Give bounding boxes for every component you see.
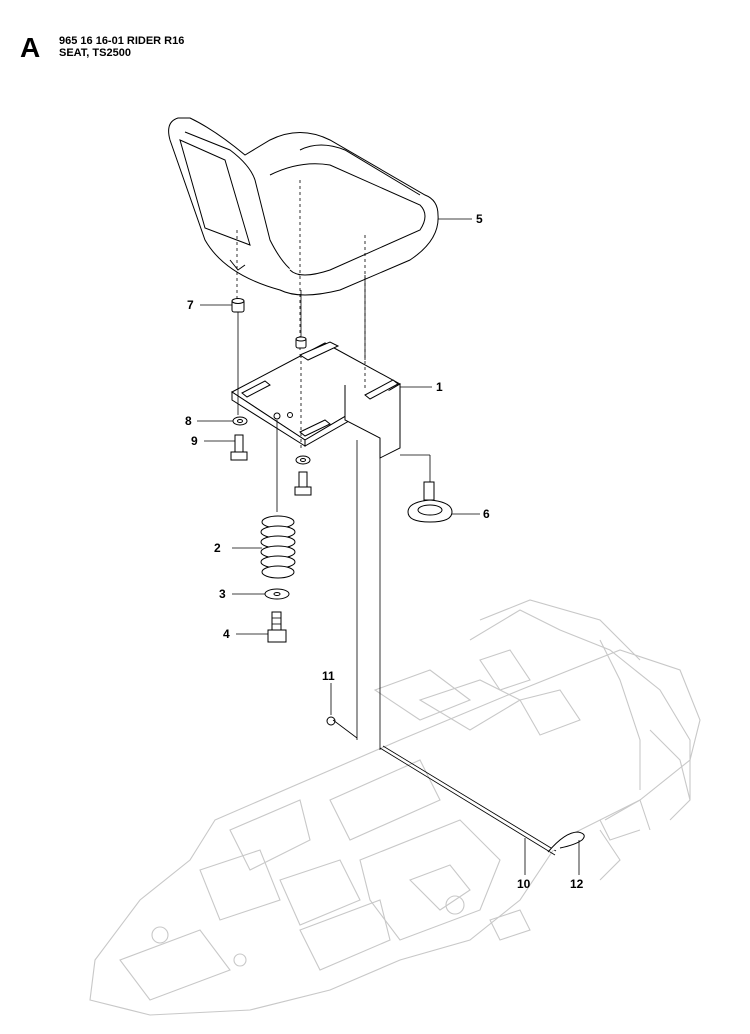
section-letter: A xyxy=(20,32,41,63)
callouts: 1 2 3 4 5 6 7 8 9 10 11 12 xyxy=(185,212,584,891)
washer-part-3 xyxy=(264,588,290,600)
callout-4: 4 xyxy=(223,627,230,641)
pin-part-12 xyxy=(547,831,585,853)
rod-part-10 xyxy=(379,745,557,856)
callout-8: 8 xyxy=(185,414,192,428)
knob-part-6 xyxy=(407,481,453,523)
bolt-part-9 xyxy=(230,434,248,461)
clip-part-11 xyxy=(326,716,358,739)
bolt-part-right xyxy=(294,471,312,496)
seat-plate-part xyxy=(231,341,402,459)
nut-part-top xyxy=(295,336,307,349)
callout-1: 1 xyxy=(436,380,443,394)
callout-11: 11 xyxy=(322,669,335,683)
model-title: 965 16 16-01 RIDER R16 xyxy=(59,35,185,47)
callout-12: 12 xyxy=(570,877,584,891)
callout-6: 6 xyxy=(483,507,490,521)
nut-part-7 xyxy=(231,298,245,313)
callout-7: 7 xyxy=(187,298,194,312)
callout-9: 9 xyxy=(191,434,198,448)
section-title: SEAT, TS2500 xyxy=(59,47,131,59)
callout-3: 3 xyxy=(219,587,226,601)
washer-part-right xyxy=(295,455,311,465)
seat-part xyxy=(168,117,439,296)
callout-10: 10 xyxy=(517,877,531,891)
callout-2: 2 xyxy=(214,541,221,555)
spring-part-2 xyxy=(260,515,296,579)
bolt-part-4 xyxy=(267,611,287,643)
chassis-frame-ghost xyxy=(89,599,701,1016)
washer-part-8 xyxy=(232,416,248,426)
callout-5: 5 xyxy=(476,212,483,226)
